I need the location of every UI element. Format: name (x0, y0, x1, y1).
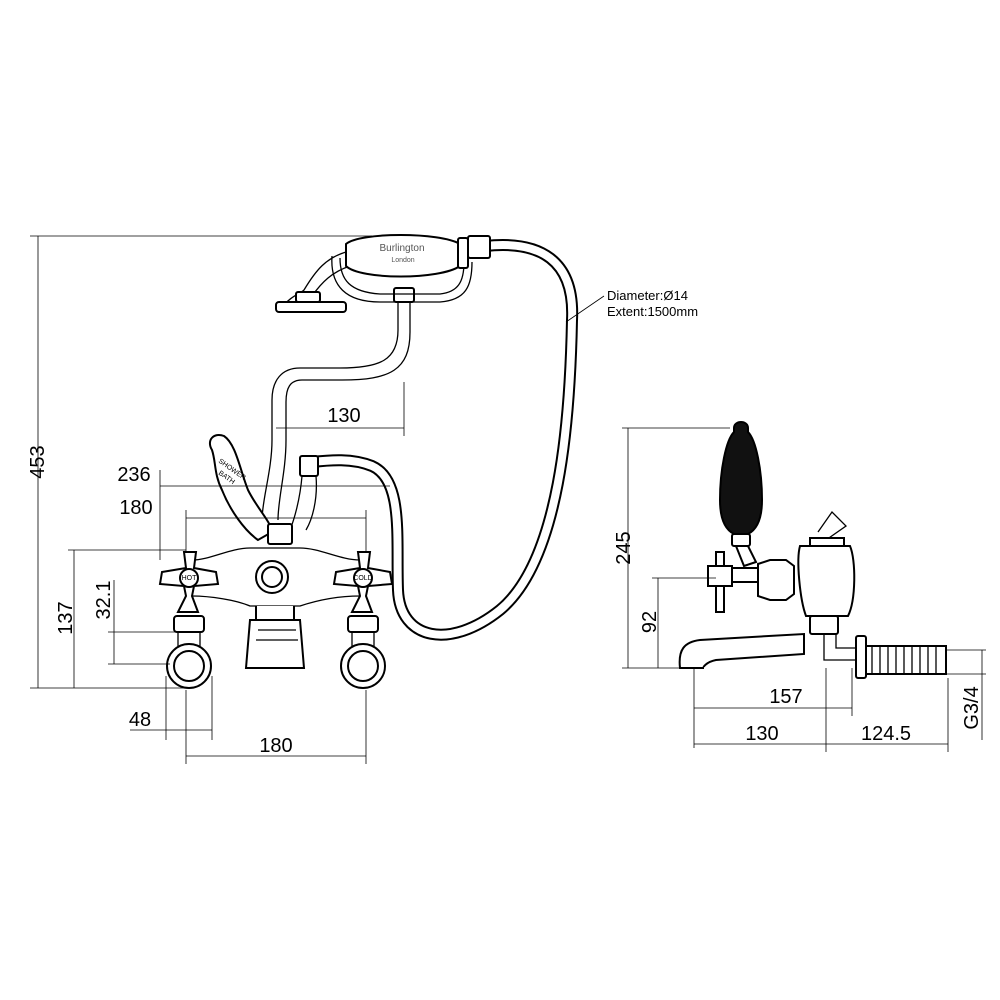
dim-48: 48 (129, 709, 151, 731)
dim-245: 245 (613, 531, 635, 564)
dim-157: 157 (769, 686, 802, 708)
dim-130-side: 130 (745, 723, 778, 745)
hose-extent: Extent:1500mm (607, 304, 698, 319)
dim-137: 137 (55, 601, 77, 634)
diverter-lever: SHOWER BATH (208, 434, 293, 545)
dim-453: 453 (27, 445, 49, 478)
front-dimensions: 453 130 236 180 137 32.1 (27, 235, 405, 764)
hot-label: HOT (182, 575, 198, 582)
cold-label: COLD (353, 575, 372, 582)
dim-32-1: 32.1 (93, 581, 115, 620)
diverter-connector (289, 455, 319, 531)
side-dimensions: 245 92 157 130 124.5 G3/4 (613, 427, 986, 752)
side-wall-fitting (823, 634, 947, 679)
shower-hose (306, 239, 579, 641)
cold-cross-handle: COLD (332, 551, 394, 689)
dim-180-top: 180 (119, 497, 152, 519)
handset-brand-sub: London (391, 257, 414, 264)
dim-92: 92 (639, 611, 661, 633)
handset-cradle-pipe (261, 287, 415, 521)
hot-cross-handle: HOT (158, 551, 220, 689)
dim-236: 236 (117, 464, 150, 486)
side-view: 245 92 157 130 124.5 G3/4 (613, 421, 986, 752)
shower-handset: Burlington London (275, 234, 491, 313)
dim-180-bottom: 180 (259, 735, 292, 757)
side-cross-handle (707, 551, 795, 613)
dim-130-top: 130 (327, 405, 360, 427)
side-spout (678, 632, 805, 669)
handset-brand: Burlington (379, 243, 424, 254)
side-lever (718, 421, 764, 568)
hose-note: Diameter:Ø14 Extent:1500mm (565, 288, 698, 323)
tap-body (191, 547, 361, 669)
dim-g3-4: G3/4 (961, 686, 983, 729)
hose-diameter: Diameter:Ø14 (607, 288, 688, 303)
handset-cradle (331, 255, 473, 303)
side-valve-body (797, 510, 856, 635)
front-view: Burlington London SHOWER BATH (27, 234, 698, 764)
dim-124-5: 124.5 (861, 723, 911, 745)
